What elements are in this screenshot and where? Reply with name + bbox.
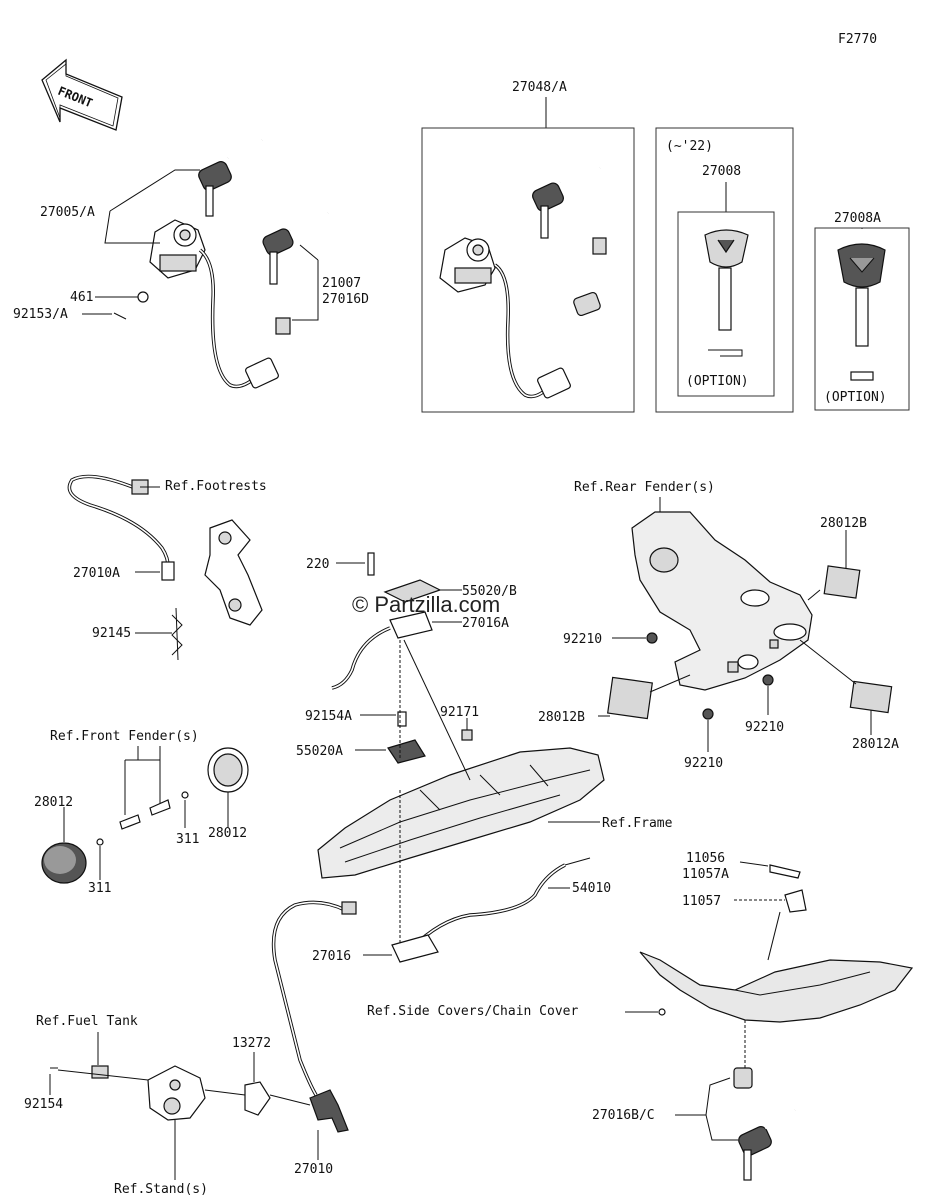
label-92154A: 92154A [305, 709, 352, 724]
label-54010: 54010 [572, 881, 611, 896]
label-27016A: 27016A [462, 616, 509, 631]
label-28012B-top: 28012B [820, 516, 867, 531]
seat-lock-group [331, 552, 473, 764]
option-22-inner-box [677, 211, 775, 397]
key-blank-27008A [837, 243, 886, 381]
kit-27048A-box [421, 127, 635, 413]
ref-side-covers: Ref.Side Covers/Chain Cover [367, 1004, 578, 1019]
label-92153A: 92153/A [13, 307, 68, 322]
nut-92210-bottom [702, 708, 714, 720]
label-11057A: 11057A [682, 867, 729, 882]
figure-code: F2770 [838, 32, 877, 47]
nut-92210-mid [762, 674, 774, 686]
label-28012-right: 28012 [208, 826, 247, 841]
leader-27005A [109, 169, 200, 212]
reflector-28012B-top [823, 565, 861, 599]
stand-bracket-group [50, 1065, 349, 1133]
ref-frame: Ref.Frame [602, 816, 673, 831]
footrest-switch-group [67, 474, 263, 661]
label-27016BC: 27016B/C [592, 1108, 655, 1123]
side-cover-group [639, 864, 914, 1023]
label-27008A: 27008A [834, 211, 881, 226]
option-a-box [814, 227, 910, 411]
label-55020B: 55020/B [462, 584, 517, 599]
ref-fuel-tank: Ref.Fuel Tank [36, 1014, 138, 1029]
label-27016: 27016 [312, 949, 351, 964]
seat-cable-group [271, 857, 591, 1096]
label-13272: 13272 [232, 1036, 271, 1051]
front-direction-arrow-icon: FRONT [41, 58, 123, 131]
key-blank-27008 [704, 229, 749, 357]
label-28012B-left: 28012B [538, 710, 585, 725]
option-22-box [655, 127, 794, 413]
label-11057: 11057 [682, 894, 721, 909]
nut-92210-left [646, 632, 658, 644]
reflector-28012A [849, 680, 893, 714]
label-92210-bottom: 92210 [684, 756, 723, 771]
label-27010: 27010 [294, 1162, 333, 1177]
label-28012-left: 28012 [34, 795, 73, 810]
label-92145: 92145 [92, 626, 131, 641]
label-27048A: 27048/A [512, 80, 567, 95]
label-21007: 21007 [322, 276, 361, 291]
reflector-28012B-left [607, 676, 653, 720]
label-27016D: 27016D [322, 292, 369, 307]
label-27005A: 27005/A [40, 205, 95, 220]
label-461: 461 [70, 290, 93, 305]
frame-drawing [317, 747, 605, 879]
option-22-year-label: (~'22) [666, 139, 713, 154]
label-92210-left: 92210 [563, 632, 602, 647]
label-220: 220 [306, 557, 329, 572]
label-311-top: 311 [176, 832, 199, 847]
front-reflector-group [41, 747, 249, 884]
label-55020A: 55020A [296, 744, 343, 759]
kit-parts-group [439, 166, 607, 399]
option-a-option: (OPTION) [824, 390, 887, 405]
ref-front-fender: Ref.Front Fender(s) [50, 729, 199, 744]
label-92210-mid: 92210 [745, 720, 784, 735]
option-22-option: (OPTION) [686, 374, 749, 389]
label-311-bottom: 311 [88, 881, 111, 896]
label-27010A: 27010A [73, 566, 120, 581]
label-92154: 92154 [24, 1097, 63, 1112]
ignition-switch-assembly [113, 138, 329, 389]
label-92171: 92171 [440, 705, 479, 720]
label-27008: 27008 [702, 164, 741, 179]
ref-stand: Ref.Stand(s) [114, 1182, 208, 1197]
ref-footrests: Ref.Footrests [165, 479, 267, 494]
label-11056: 11056 [686, 851, 725, 866]
rear-fender-drawing [631, 511, 813, 691]
watermark: © Partzilla.com [352, 592, 500, 617]
ref-rear-fender: Ref.Rear Fender(s) [574, 480, 715, 495]
label-28012A: 28012A [852, 737, 899, 752]
lock-27016BC-group [733, 1067, 796, 1181]
